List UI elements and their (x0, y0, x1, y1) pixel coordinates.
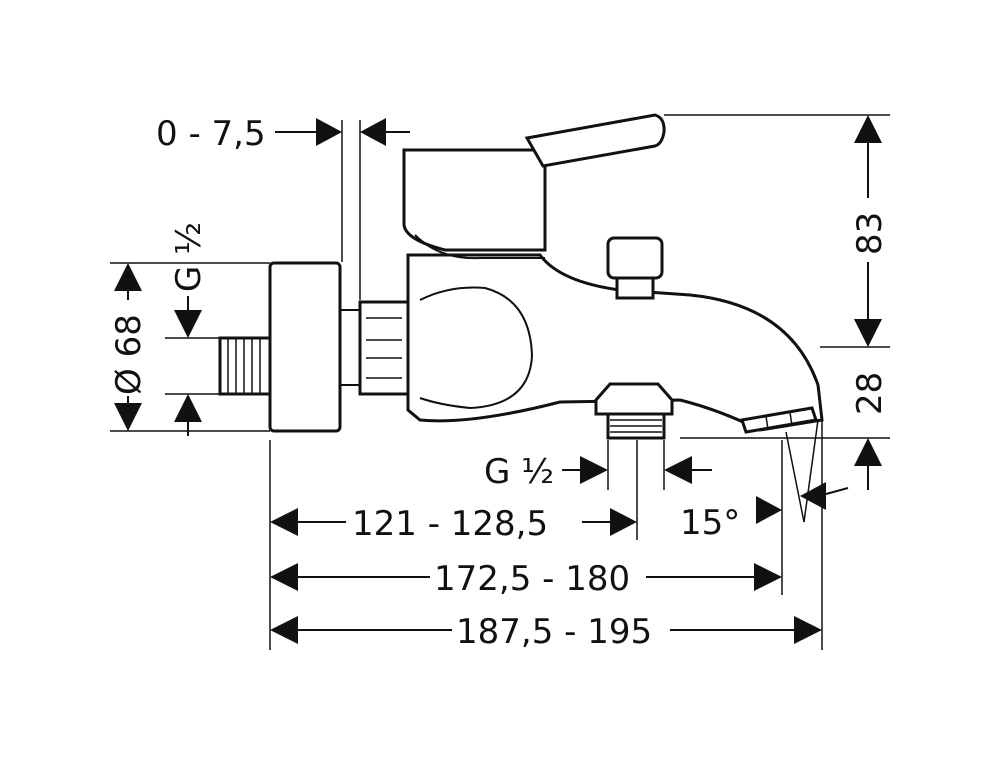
wall-flange (268, 261, 342, 433)
dim-outlet-thread: G ½ (484, 440, 712, 492)
dim-len-to-spout-tip: 172,5 - 180 (270, 559, 782, 599)
label-spout-angle: 15° (680, 503, 740, 543)
label-len-to-outlet: 121 - 128,5 (352, 504, 548, 544)
label-wall-offset: 0 - 7,5 (156, 114, 266, 154)
label-inlet-thread: G ½ (169, 222, 209, 292)
dim-flange-diameter: Ø 68 (109, 263, 149, 431)
dim-inlet-thread: G ½ (169, 222, 209, 436)
faucet-outline (218, 113, 824, 440)
label-height-spout: 28 (850, 372, 890, 415)
dim-height-top: 83 (850, 115, 890, 347)
label-len-overall: 187,5 - 195 (456, 612, 652, 652)
body-round-cutout (419, 286, 534, 410)
label-height-top: 83 (850, 212, 890, 255)
extension-lines (110, 114, 890, 650)
lever-handle (524, 113, 666, 168)
label-outlet-thread: G ½ (484, 452, 554, 492)
diverter-knob (606, 236, 664, 280)
dim-spout-angle: 15° (680, 482, 849, 543)
label-flange-diameter: Ø 68 (109, 314, 149, 395)
label-len-to-spout-tip: 172,5 - 180 (434, 559, 630, 599)
dim-wall-offset: 0 - 7,5 (156, 114, 410, 154)
dim-len-to-outlet: 121 - 128,5 (270, 504, 637, 544)
spout-aerator (740, 406, 818, 434)
lever-cap (402, 148, 547, 252)
valve-body (406, 253, 824, 432)
dim-height-spout: 28 (850, 372, 890, 490)
dim-len-overall: 187,5 - 195 (270, 612, 822, 652)
hex-nut (358, 300, 410, 396)
outlet-nut (594, 382, 674, 416)
